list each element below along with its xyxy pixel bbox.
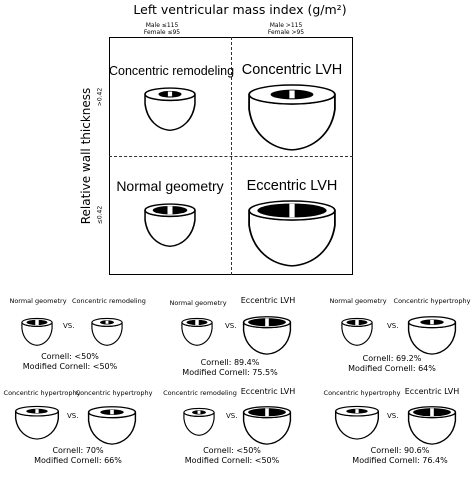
cmp6-heart-eccentric-lvh bbox=[407, 406, 457, 445]
cmp5-left-label: Concentric remodeling bbox=[163, 389, 237, 397]
cmp3-cornell: Cornell: 69.2% bbox=[362, 354, 422, 363]
cmp4-modified-cornell: Modified Cornell: 66% bbox=[34, 456, 122, 465]
cmp4-vs: VS. bbox=[67, 412, 79, 420]
quadrant-label-concentric-lvh: Concentric LVH bbox=[241, 62, 343, 78]
quadrant-label-eccentric-lvh: Eccentric LVH bbox=[246, 178, 338, 194]
cmp3-vs: VS. bbox=[387, 322, 399, 330]
cmp5-stats: Cornell: <50% Modified Cornell: <50% bbox=[172, 446, 292, 466]
cmp5-cornell: Cornell: <50% bbox=[203, 446, 261, 455]
heart-concentric-remodeling bbox=[144, 87, 196, 131]
chart-title: Left ventricular mass index (g/m²) bbox=[133, 2, 347, 17]
cmp2-vs: VS. bbox=[225, 322, 237, 330]
cmp2-modified-cornell: Modified Cornell: 75.5% bbox=[182, 368, 278, 377]
cmp4-heart-concentric-hypertrophy-2 bbox=[87, 406, 137, 445]
heart-eccentric-lvh bbox=[248, 200, 336, 267]
quadrant-label-concentric-remodeling: Concentric remodeling bbox=[109, 64, 235, 78]
cmp2-stats: Cornell: 89.4% Modified Cornell: 75.5% bbox=[170, 358, 290, 378]
cmp2-left-label: Normal geometry bbox=[169, 299, 227, 307]
cmp3-stats: Cornell: 69.2% Modified Cornell: 64% bbox=[332, 354, 452, 374]
cmp6-stats: Cornell: 90.6% Modified Cornell: 76.4% bbox=[340, 446, 460, 466]
cmp6-left-label: Concentric hypertrophy bbox=[323, 389, 401, 397]
heart-normal-geometry bbox=[144, 203, 196, 247]
cmp6-modified-cornell: Modified Cornell: 76.4% bbox=[352, 456, 448, 465]
cmp1-heart-concentric-remodeling bbox=[91, 317, 123, 346]
cmp5-heart-eccentric-lvh bbox=[242, 406, 292, 445]
grid-horizontal-divider bbox=[109, 156, 353, 157]
cmp5-modified-cornell: Modified Cornell: <50% bbox=[184, 456, 280, 465]
threshold-male-normal: Male ≤115 bbox=[145, 22, 179, 29]
heart-concentric-lvh bbox=[248, 84, 336, 151]
cmp1-stats: Cornell: <50% Modified Cornell: <50% bbox=[10, 352, 130, 372]
cmp1-left-label: Normal geometry bbox=[9, 297, 67, 305]
cmp6-heart-concentric-hypertrophy bbox=[334, 405, 380, 440]
cmp2-right-label: Eccentric LVH bbox=[240, 296, 296, 305]
cmp3-left-label: Normal geometry bbox=[329, 297, 387, 305]
cmp3-right-label: Concentric hypertrophy bbox=[393, 297, 471, 305]
lvmi-threshold-high: Male >115 Female >95 bbox=[256, 22, 316, 36]
cmp4-stats: Cornell: 70% Modified Cornell: 66% bbox=[18, 446, 138, 466]
cmp1-cornell: Cornell: <50% bbox=[41, 352, 99, 361]
cmp5-vs: VS. bbox=[226, 412, 238, 420]
cmp1-heart-normal-geometry bbox=[21, 317, 53, 346]
threshold-female-normal: Female ≤95 bbox=[143, 29, 181, 36]
cmp2-cornell: Cornell: 89.4% bbox=[200, 358, 260, 367]
cmp4-cornell: Cornell: 70% bbox=[52, 446, 104, 455]
cmp4-heart-concentric-hypertrophy bbox=[14, 405, 60, 440]
cmp1-vs: VS. bbox=[63, 322, 75, 330]
cmp2-heart-eccentric-lvh bbox=[242, 316, 292, 355]
threshold-male-high: Male >115 bbox=[269, 22, 303, 29]
cmp6-cornell: Cornell: 90.6% bbox=[370, 446, 430, 455]
cmp3-heart-concentric-hypertrophy bbox=[407, 316, 457, 355]
cmp5-right-label: Eccentric LVH bbox=[240, 387, 296, 396]
cmp1-modified-cornell: Modified Cornell: <50% bbox=[22, 362, 118, 371]
cmp6-vs: VS. bbox=[387, 412, 399, 420]
quadrant-label-normal-geometry: Normal geometry bbox=[116, 178, 224, 194]
lvmi-threshold-normal: Male ≤115 Female ≤95 bbox=[132, 22, 192, 36]
cmp4-left-label: Concentric hypertrophy bbox=[3, 389, 81, 397]
threshold-female-high: Female >95 bbox=[267, 29, 305, 36]
cmp6-right-label: Eccentric LVH bbox=[404, 387, 460, 396]
cmp2-heart-normal-geometry bbox=[181, 317, 213, 346]
cmp3-modified-cornell: Modified Cornell: 64% bbox=[348, 364, 436, 373]
cmp3-heart-normal-geometry bbox=[341, 317, 373, 346]
cmp4-right-label: Concentric hypertrophy bbox=[75, 389, 153, 397]
cmp1-right-label: Concentric remodeling bbox=[72, 297, 146, 305]
cmp5-heart-concentric-remodeling bbox=[183, 407, 215, 436]
